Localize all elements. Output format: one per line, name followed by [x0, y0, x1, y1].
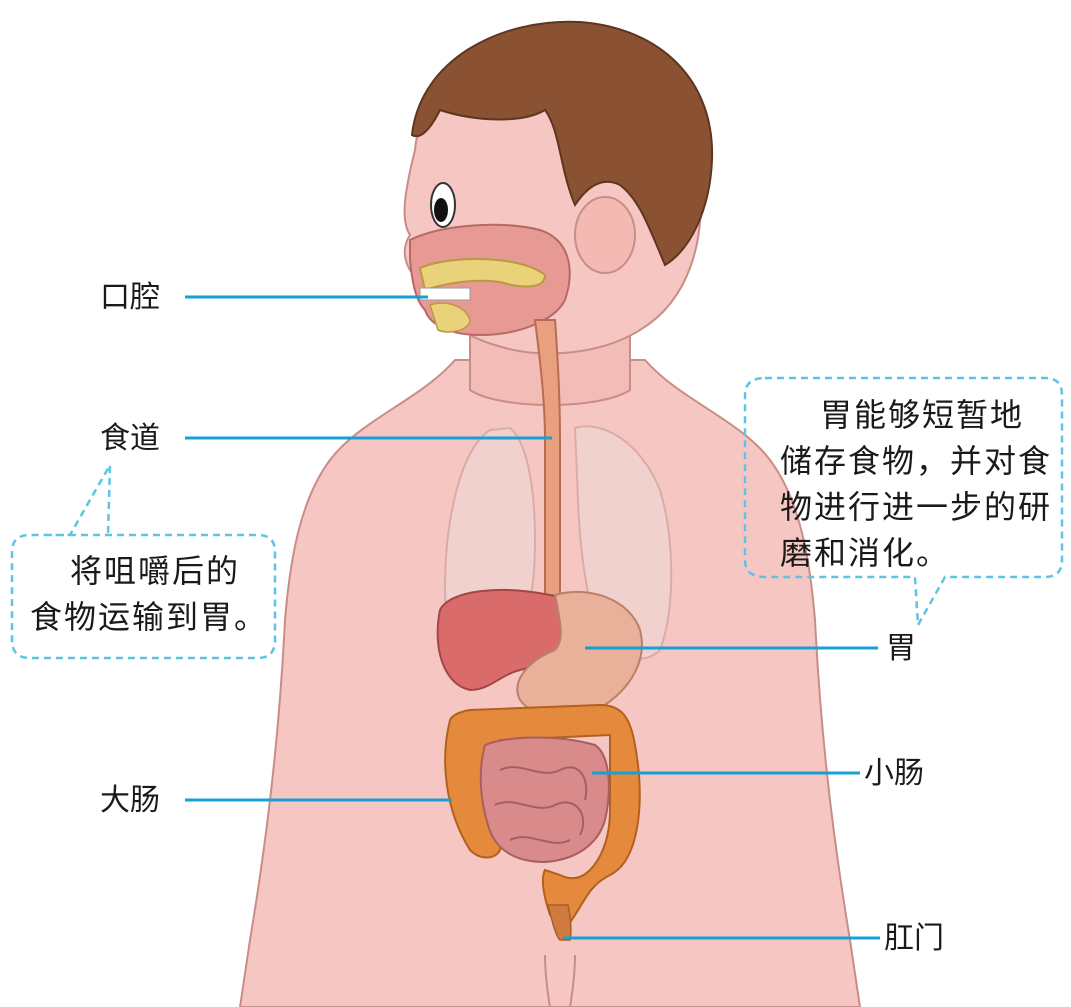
stomach-callout-line-2: 储存食物，并对食	[780, 438, 1052, 484]
pupil	[434, 198, 448, 222]
label-stomach: 胃	[886, 634, 916, 664]
label-anus: 肛门	[884, 924, 944, 954]
esophagus-callout-text: 将咀嚼后的 食物运输到胃。	[30, 548, 268, 640]
esophagus-callout-line-2: 食物运输到胃。	[30, 594, 268, 640]
stomach-callout-text: 胃能够短暂地 储存食物，并对食 物进行进一步的研 磨和消化。	[780, 392, 1052, 576]
label-large-intestine: 大肠	[100, 786, 160, 816]
stomach-callout-line-3: 物进行进一步的研	[780, 484, 1052, 530]
stomach-callout-line-1: 胃能够短暂地	[780, 392, 1052, 438]
label-small-intestine: 小肠	[864, 759, 924, 789]
ear	[575, 197, 635, 273]
stomach-callout-line-4: 磨和消化。	[780, 530, 1052, 576]
small-intestine	[481, 738, 609, 863]
label-mouth: 口腔	[100, 283, 160, 313]
esophagus-callout-line-1: 将咀嚼后的	[30, 548, 268, 594]
label-esophagus: 食道	[100, 424, 160, 454]
